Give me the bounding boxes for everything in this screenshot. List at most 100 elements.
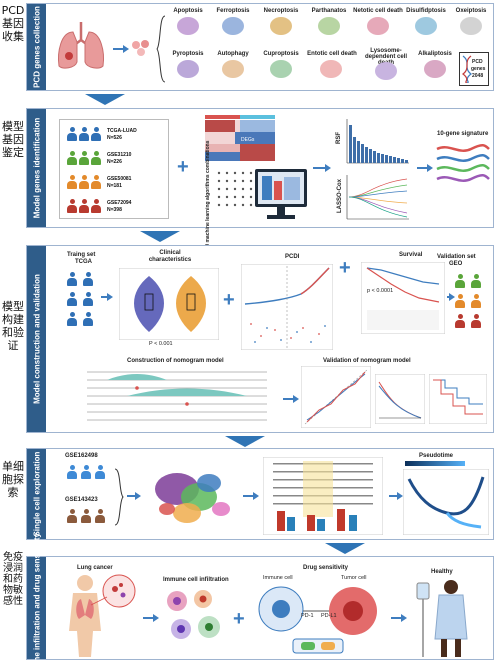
- sc2-person-icon-3: [95, 509, 105, 523]
- necroptosis-cell-icon: [270, 17, 292, 35]
- dna-icon: [462, 55, 472, 83]
- gse72094-person-icon-2: [79, 199, 89, 213]
- cell-entotic-label: Entotic cell death: [307, 51, 357, 57]
- gse143423-label: GSE143423: [65, 497, 98, 503]
- lysosome-cell-icon: [375, 62, 397, 80]
- down-arrow-3: [225, 436, 265, 447]
- pcd-badge-line1: PCD: [472, 59, 483, 65]
- validation-person-icon-3: [455, 294, 465, 308]
- cuproptosis-cell-icon: [270, 60, 292, 78]
- alkaliptosis-cell-icon: [424, 60, 446, 78]
- gene-signature-icon: [436, 144, 490, 182]
- cell-netotic-label: Netotic cell death: [353, 8, 403, 14]
- training-person-icon-5: [67, 312, 77, 326]
- rsf-chart: [346, 119, 409, 164]
- parthanatos-cell-icon: [318, 17, 340, 35]
- entotic-cell-icon: [320, 60, 342, 78]
- degs-label: DEGs: [241, 137, 255, 143]
- rsf-label: RSF: [336, 132, 342, 144]
- computer-monitor-icon: [255, 169, 307, 219]
- section4-en-title: Single cell exploration: [32, 451, 41, 537]
- plus-icon-3: +: [339, 257, 351, 279]
- tissue-sample-icon: [132, 40, 149, 56]
- netotic-cell-icon: [367, 17, 389, 35]
- section5-cn-title: 免疫浸润和药物敏感性: [3, 552, 23, 607]
- clinical-label: Clinical characteristics: [148, 250, 192, 263]
- section-model-genes: Model genes identification TCGA-LUAD N=5…: [26, 108, 494, 249]
- ferroptosis-cell-icon: [222, 17, 244, 35]
- pseudotime-colorbar: [405, 461, 465, 466]
- disulfidptosis-cell-icon: [415, 17, 437, 35]
- dataset-gse50081-name: GSE50081: [107, 176, 132, 182]
- section3-band: Model construction and validation: [27, 246, 46, 432]
- arrow-5: [447, 293, 455, 301]
- training-person-icon-6: [83, 312, 93, 326]
- pcdi-label: PCDI: [285, 254, 300, 260]
- down-arrow-1: [85, 94, 125, 105]
- sc1-person-icon-2: [81, 465, 91, 479]
- dataset-gse72094-name: GSE72094: [107, 200, 132, 206]
- section1-en-title: PCD genes collection: [32, 6, 41, 88]
- gse50081-person-icon-2: [79, 175, 89, 189]
- healthy-label: Healthy: [431, 569, 453, 575]
- drug-sensitivity-illustration: [258, 586, 377, 654]
- pyroptosis-cell-icon: [177, 60, 199, 78]
- section5-en-title: Immune infiltration and drug sensitivity: [32, 533, 41, 665]
- pcd-genes-badge: PCD genes 2048: [459, 52, 489, 86]
- sc2-person-icon-2: [81, 509, 91, 523]
- arrow-11: [391, 614, 407, 622]
- tcga-person-icon-2: [79, 127, 89, 141]
- tcga-person-icon-3: [91, 127, 101, 141]
- cell-alkaliptosis-label: Alkaliptosis: [418, 51, 452, 57]
- arrow-6: [283, 395, 299, 403]
- dataset-tcga-name: TCGA-LUAD: [107, 128, 137, 134]
- nomogram-chart: [87, 371, 267, 421]
- arrow-8: [243, 492, 259, 500]
- survival-km-plot: [361, 262, 445, 334]
- lasso-chart: [346, 175, 409, 220]
- validation-person-icon-1: [455, 274, 465, 288]
- cell-pyroptosis-label: Pyroptosis: [172, 51, 204, 57]
- heatmap-graphic: [205, 115, 275, 161]
- roc-survival-plot: [429, 374, 487, 424]
- cell-apoptosis-label: Apoptosis: [173, 8, 203, 14]
- cell-parthanatos-label: Parthanatos: [311, 8, 347, 14]
- arrow-4: [101, 293, 113, 301]
- cell-disulfidptosis-label: Disulfidptosis: [406, 8, 446, 14]
- survival-label: Survival: [399, 252, 423, 258]
- pcd-badge-line3: 2048: [472, 73, 484, 79]
- training-person-icon-4: [83, 292, 93, 306]
- section-immune-drug: Immune infiltration and drug sensitivity…: [26, 533, 494, 665]
- violin-pvalue: P < 0.001: [149, 341, 173, 347]
- section-pcd-genes: PCD genes collection Apoptosis Ferroptos…: [26, 3, 494, 91]
- down-arrow-2: [140, 231, 180, 242]
- section1-band: PCD genes collection: [27, 4, 46, 90]
- lung-cancer-label: Lung cancer: [77, 565, 113, 571]
- calibration-plot: [301, 366, 371, 428]
- apoptosis-cell-icon: [177, 17, 199, 35]
- section1-cn-title: PCD基因收集: [1, 4, 25, 43]
- plus-icon-2: +: [223, 289, 235, 311]
- immune-label: Immune cell infiltration: [163, 577, 229, 583]
- section4-band: Single cell exploration: [27, 449, 46, 539]
- lungs-icon: [58, 22, 104, 69]
- pcdi-risk-plot: [241, 264, 333, 350]
- cell-cuproptosis-label: Cuproptosis: [263, 51, 299, 57]
- arrow-1: [113, 45, 129, 53]
- plus-icon-4: +: [233, 608, 245, 630]
- signature-label: 10-gene signature: [437, 131, 489, 137]
- section2-band: Model genes identification: [27, 109, 46, 227]
- cell-necroptosis-label: Necroptosis: [263, 8, 299, 14]
- gse50081-person-icon: [67, 175, 77, 189]
- drug-sensitivity-label: Drug sensitivity: [303, 565, 349, 571]
- gse31210-person-icon-3: [91, 151, 101, 165]
- validation-sub-label: GEO: [449, 261, 463, 267]
- dataset-tcga-n: N=526: [107, 135, 122, 141]
- section-model-construction: Model construction and validation Traing…: [26, 245, 494, 433]
- section2-cn-title: 模型基因鉴定: [2, 120, 24, 159]
- validation-person-icon-2: [471, 274, 481, 288]
- dataset-gse31210-name: GSE31210: [107, 152, 132, 158]
- immune-cells-icon: [167, 590, 220, 639]
- training-person-icon-1: [67, 272, 77, 286]
- nomogram-construction-label: Construction of nomogram model: [127, 358, 224, 364]
